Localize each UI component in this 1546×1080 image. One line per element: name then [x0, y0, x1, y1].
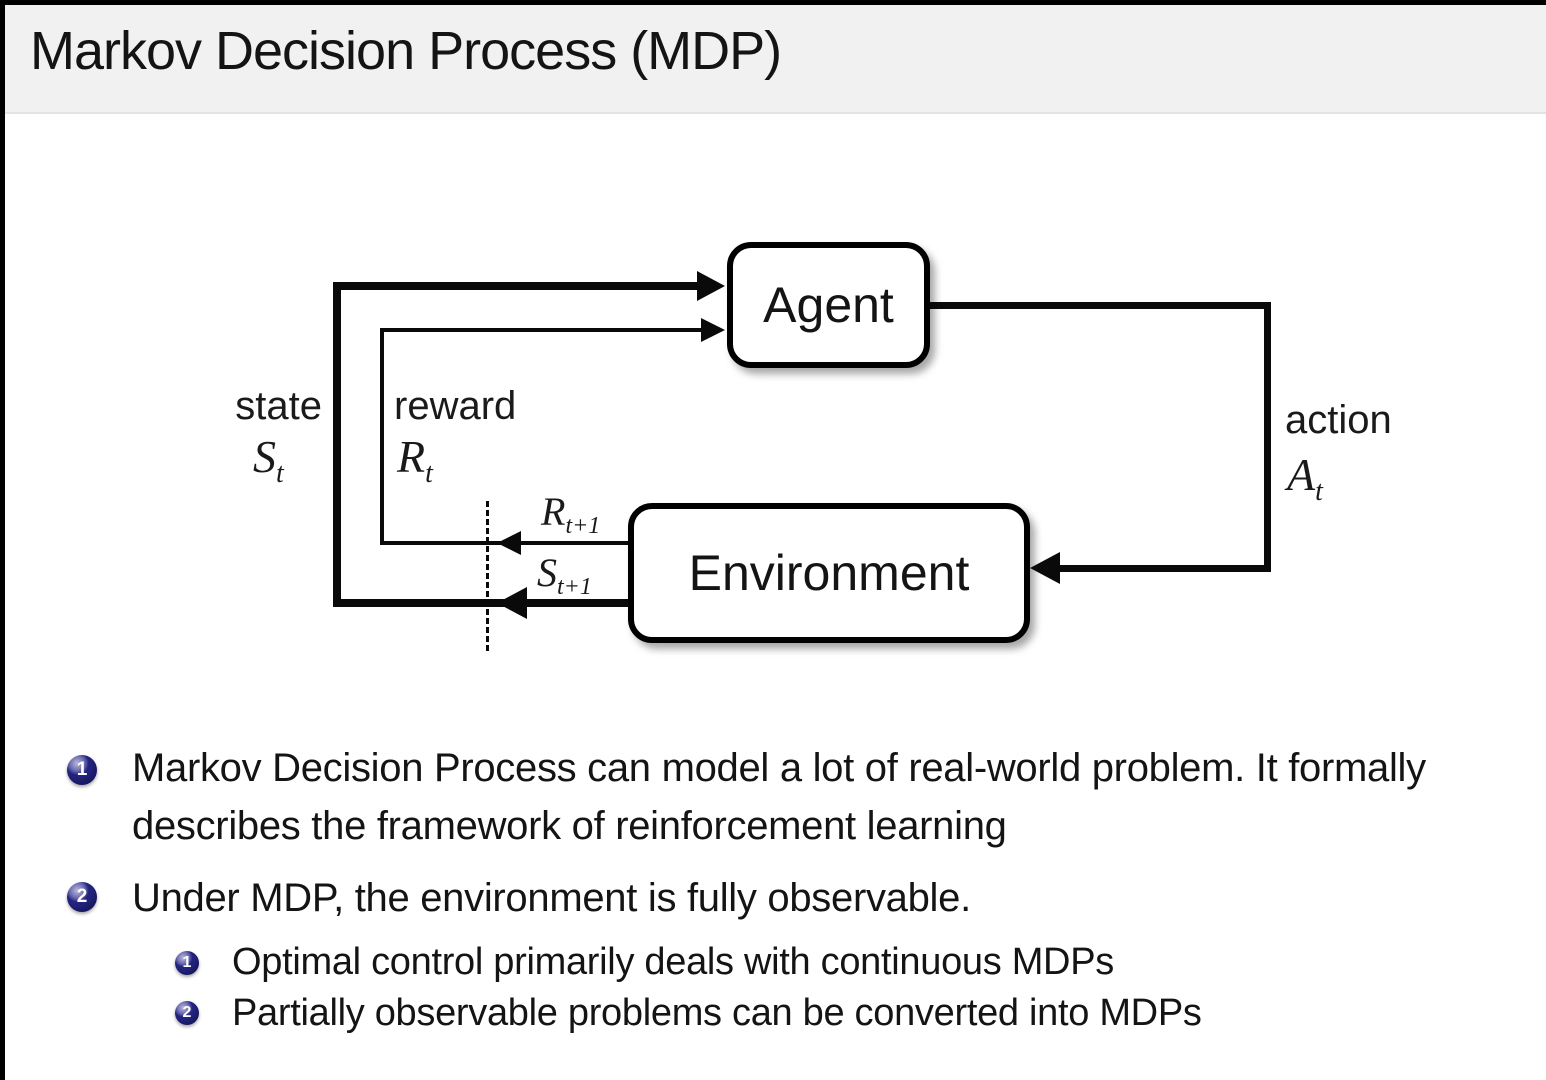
mdp-agent-environment-diagram: Agent Environment state St reward Rt Rt+… [0, 112, 1546, 732]
reward-to-agent-arrowhead-icon [701, 318, 725, 342]
next-state-symbol: St+1 [537, 549, 592, 599]
state-symbol-subscript: t [276, 458, 284, 489]
environment-box-label: Environment [688, 545, 970, 601]
bullet-1-text: Markov Decision Process can model a lot … [132, 746, 1426, 848]
bullet-1-number: 1 [76, 759, 88, 780]
reward-line-vertical [380, 328, 384, 545]
action-line-from-agent [918, 302, 1271, 309]
reward-label: reward [394, 384, 517, 428]
state-line-from-environment [333, 599, 630, 607]
reward-line-to-agent [380, 328, 704, 332]
bullet-2-number: 2 [76, 886, 88, 907]
reward-symbol: Rt [397, 430, 433, 488]
next-reward-arrowhead-icon [497, 531, 521, 555]
enumerate-ball-icon: 2 [175, 1001, 199, 1025]
state-line-vertical [333, 282, 341, 607]
subbullet-2-number: 2 [182, 1004, 192, 1021]
enumerate-ball-icon: 1 [175, 951, 199, 975]
action-line-to-environment [1038, 565, 1271, 572]
next-state-symbol-letter: S [537, 550, 557, 595]
slide-title: Markov Decision Process (MDP) [30, 21, 782, 81]
state-line-to-agent [333, 282, 703, 290]
action-symbol-letter: A [1287, 449, 1316, 500]
timestep-dashed-divider [486, 501, 489, 651]
next-reward-symbol-subscript: t+1 [565, 513, 601, 539]
agent-box: Agent [727, 242, 930, 368]
state-label: state [235, 384, 322, 428]
subbullet-2-text: Partially observable problems can be con… [232, 992, 1202, 1034]
subbullet-1-number: 1 [182, 954, 192, 971]
slide-header: Markov Decision Process (MDP) [0, 4, 1546, 114]
next-reward-symbol-letter: R [541, 489, 566, 534]
subbullet-1-text: Optimal control primarily deals with con… [232, 941, 1114, 983]
state-to-agent-arrowhead-icon [697, 271, 725, 301]
state-symbol: St [253, 430, 284, 488]
next-state-symbol-subscript: t+1 [557, 574, 592, 600]
action-label: action [1285, 398, 1392, 442]
action-to-environment-arrowhead-icon [1030, 552, 1060, 584]
enumerate-ball-icon: 1 [67, 755, 97, 785]
reward-symbol-letter: R [397, 431, 426, 482]
state-symbol-letter: S [253, 431, 276, 482]
enumerate-ball-icon: 2 [67, 882, 97, 912]
action-symbol: At [1287, 448, 1323, 506]
environment-box: Environment [628, 503, 1030, 643]
left-border-strip [0, 0, 5, 1080]
next-reward-symbol: Rt+1 [541, 488, 600, 538]
action-line-vertical [1264, 302, 1271, 572]
reward-symbol-subscript: t [425, 458, 433, 489]
top-border-strip [0, 0, 1546, 5]
agent-box-label: Agent [763, 277, 894, 333]
bullet-2-text: Under MDP, the environment is fully obse… [132, 876, 971, 920]
action-symbol-subscript: t [1315, 476, 1323, 507]
next-state-arrowhead-icon [497, 587, 527, 619]
